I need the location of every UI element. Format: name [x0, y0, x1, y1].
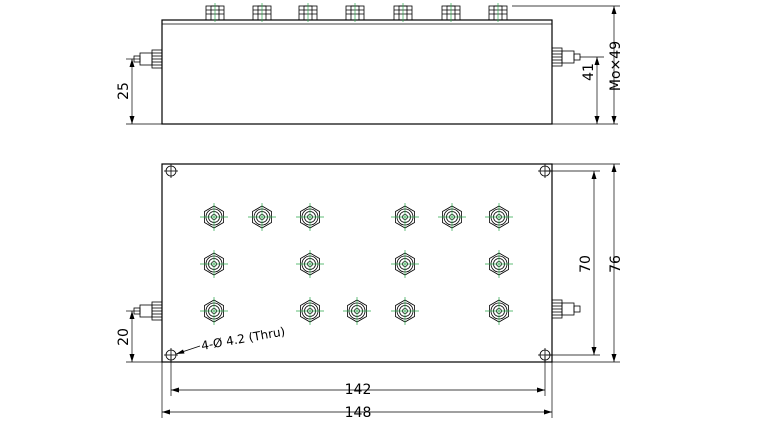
front-connector	[438, 203, 466, 231]
front-connector	[248, 203, 276, 231]
hole-note: 4-Ø 4.2 (Thru)	[175, 324, 286, 355]
dim-25-label: 25	[116, 82, 132, 100]
dim-70: 70	[546, 170, 600, 356]
side-view: 25 41 Mo×49	[116, 3, 624, 125]
top-connector	[205, 3, 225, 22]
front-connector	[296, 297, 324, 325]
top-connector	[252, 3, 272, 22]
dim-25: 25	[116, 58, 162, 125]
top-view: 20 70 76 142	[116, 163, 624, 421]
front-connector	[391, 250, 419, 278]
front-connector	[296, 203, 324, 231]
front-connector	[485, 203, 513, 231]
top-sma-right	[551, 299, 581, 319]
front-connector	[200, 203, 228, 231]
front-connector	[200, 297, 228, 325]
top-connector	[345, 3, 365, 22]
dim-76-label: 76	[608, 255, 624, 273]
dim-20-label: 20	[116, 328, 132, 346]
hole-note-label: 4-Ø 4.2 (Thru)	[200, 324, 286, 353]
dim-mox49-label: Mo×49	[608, 41, 624, 91]
mounting-hole	[164, 164, 178, 178]
side-body	[161, 19, 553, 125]
front-connector	[485, 297, 513, 325]
dim-76: 76	[552, 163, 624, 363]
front-connector	[485, 250, 513, 278]
dim-148: 148	[161, 362, 553, 421]
front-connectors	[200, 203, 513, 325]
front-connector	[391, 297, 419, 325]
dim-142-label: 142	[345, 382, 372, 398]
front-connector	[343, 297, 371, 325]
dim-41-label: 41	[581, 63, 597, 81]
top-sma-left	[133, 301, 163, 321]
dim-mox49: Mo×49	[512, 5, 624, 124]
top-connector	[298, 3, 318, 22]
dim-142: 142	[170, 356, 546, 398]
side-sma-left	[133, 49, 163, 69]
front-connector	[296, 250, 324, 278]
front-connector	[391, 203, 419, 231]
top-connector	[488, 3, 508, 22]
top-connector	[441, 3, 461, 22]
top-body	[161, 163, 553, 363]
side-sma-right	[551, 47, 581, 67]
top-connector	[393, 3, 413, 22]
top-connectors	[205, 3, 508, 22]
dim-20: 20	[116, 310, 162, 363]
front-connector	[200, 250, 228, 278]
dim-148-label: 148	[345, 405, 372, 421]
dim-41: 41	[552, 56, 618, 125]
dim-70-label: 70	[578, 255, 594, 273]
